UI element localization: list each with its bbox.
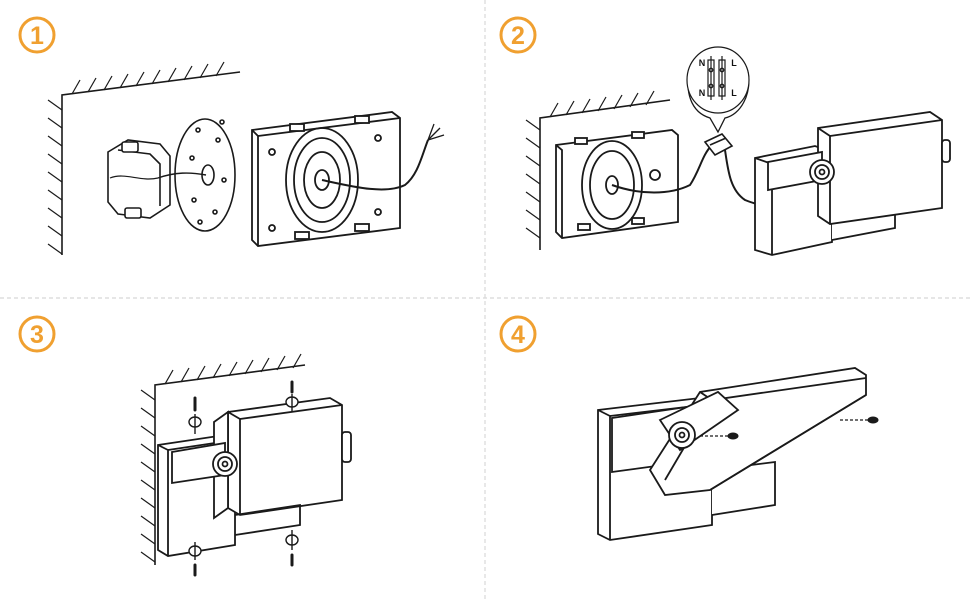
terminal-label-l-top: L — [731, 58, 737, 68]
step-1-panel: 1 — [18, 16, 445, 255]
step-1-number: 1 — [30, 22, 44, 50]
junction-box — [107, 139, 171, 219]
screw-top-right — [285, 380, 299, 412]
step-3-flood-light — [157, 397, 352, 557]
step-1-cable — [321, 123, 445, 191]
step-2-flood-light — [754, 111, 951, 256]
step-4-number: 4 — [511, 321, 525, 349]
step-4-flood-light — [597, 367, 867, 541]
step-2-badge: 2 — [499, 16, 537, 54]
step-3-wall — [140, 353, 306, 565]
step-4-screws — [700, 416, 879, 440]
screw-top-left — [188, 396, 202, 434]
wire-connector — [703, 133, 734, 157]
step-3-screws — [188, 380, 299, 577]
step-1-wall — [47, 61, 241, 255]
screw-bottom-left — [188, 542, 202, 577]
step-4-badge: 4 — [499, 315, 537, 353]
screw-bottom-right — [285, 530, 299, 567]
mounting-plate — [251, 111, 401, 247]
terminal-label-n-bottom: N — [699, 88, 706, 98]
step-2-wall — [525, 90, 671, 250]
wiring-callout: N L N L — [686, 46, 750, 134]
step-2-panel: 2 — [499, 16, 951, 256]
terminal-label-l-bottom: L — [731, 88, 737, 98]
step-2-cable-wall — [611, 144, 713, 194]
step-3-badge: 3 — [18, 315, 56, 353]
step-3-number: 3 — [30, 321, 44, 349]
terminal-label-n-top: N — [699, 58, 706, 68]
step-2-number: 2 — [511, 22, 525, 50]
step-4-panel: 4 — [499, 315, 879, 541]
step-3-panel: 3 — [18, 315, 352, 577]
step-1-badge: 1 — [18, 16, 56, 54]
step-1-wire-junction — [157, 172, 207, 179]
step-2-mounting-plate — [555, 129, 679, 239]
